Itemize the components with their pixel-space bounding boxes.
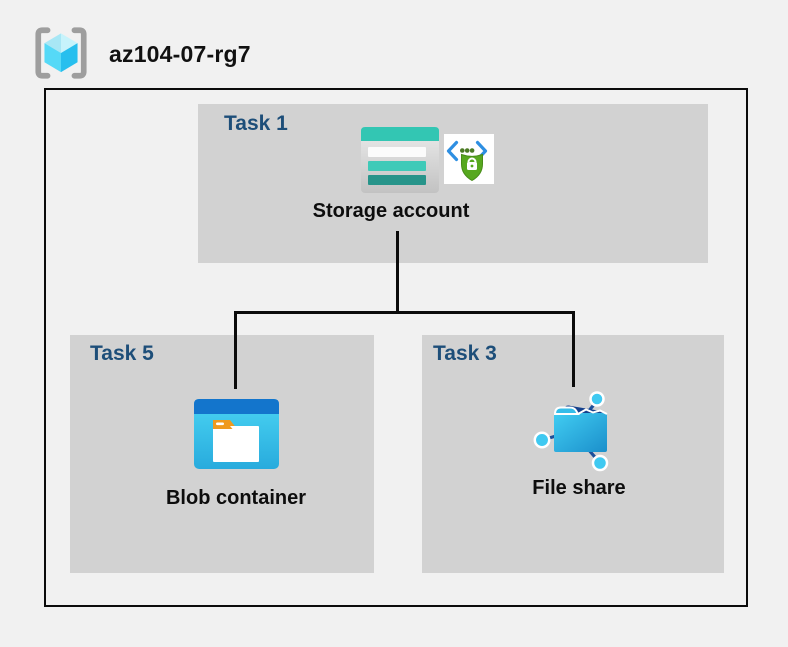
task3-label: Task 3: [433, 342, 497, 365]
resource-group-title: az104-07-rg7: [109, 41, 251, 67]
blob-container-label: Blob container: [165, 487, 307, 509]
connector-to-blob-container: [234, 311, 237, 389]
task5-label: Task 5: [90, 342, 154, 365]
blob-container-icon: [194, 399, 279, 469]
storage-account-label: Storage account: [312, 200, 470, 222]
connector-to-file-share: [572, 311, 575, 387]
resource-group-boundary: [44, 88, 748, 607]
connector-horizontal: [234, 311, 575, 314]
resource-group-icon: [35, 27, 87, 79]
task1-label: Task 1: [224, 112, 288, 135]
file-share-label: File share: [532, 477, 626, 499]
storage-account-icon: [361, 127, 439, 193]
secure-transfer-icon: [444, 134, 494, 184]
connector-storage-stem: [396, 231, 399, 313]
file-share-icon: [533, 391, 609, 472]
